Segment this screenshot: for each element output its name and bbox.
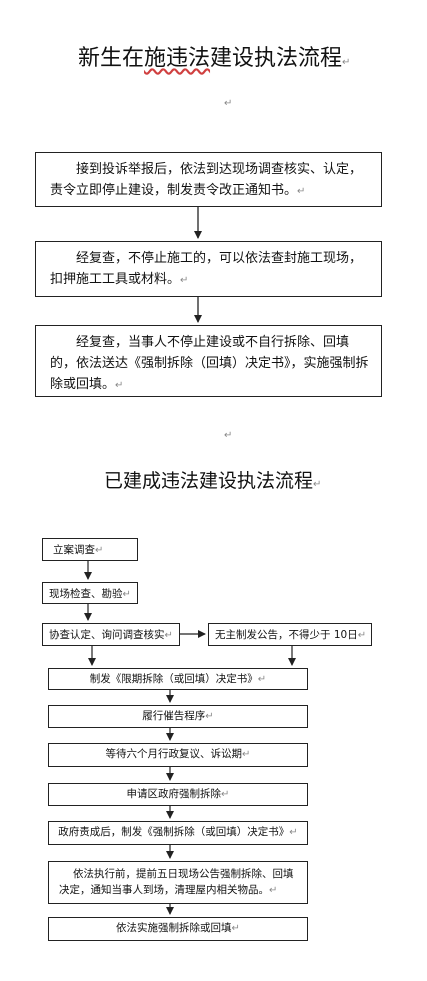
top-title-prefix: 新生在 [78,46,145,71]
paragraph-mark: ↵ [269,885,278,896]
paragraph-mark: ↵ [357,630,367,641]
step-deadline-decision: 制发《限期拆除（或回填）决定书》↵ [48,668,308,690]
paragraph-mark: ↵ [180,275,189,286]
paragraph-mark: ↵ [257,674,267,685]
paragraph-mark: ↵ [205,711,214,722]
paragraph-mark: ↵ [242,749,251,760]
step-text: 立案调查 [53,544,95,556]
paragraph-mark: ↵ [115,380,124,391]
bottom-title-text: 已建成违法建设执法流程 [104,470,314,492]
step-case-investigation: 立案调查↵ [42,538,138,561]
paragraph-mark: ↵ [289,827,298,838]
step-verification: 协查认定、询问调查核实↵ [42,623,180,646]
step-text: 履行催告程序 [142,710,206,722]
step-text: 制发《限期拆除（或回填）决定书》 [89,673,258,685]
step-text: 协查认定、询问调查核实 [49,629,165,641]
step-reminder: 履行催告程序↵ [48,705,308,728]
bottom-title: 已建成违法建设执法流程↵ [104,466,321,493]
top-title-suffix: 建设执法流程 [210,46,343,71]
paragraph-mark: ↵ [231,923,240,934]
paragraph-mark: ↵ [297,186,306,197]
paragraph-mark: ↵ [221,789,230,800]
step-text: 申请区政府强制拆除 [126,788,222,800]
top-step-1-text: 接到投诉举报后，依法到达现场调查核实、认定，责令立即停止建设，制发责令改正通知书… [50,162,363,198]
step-text: 依法实施强制拆除或回填 [116,922,232,934]
top-step-3-text: 经复查，当事人不停止建设或不自行拆除、回填的，依法送达《强制拆除（回填）决定书》… [50,335,369,392]
top-step-2: 经复查，不停止施工的，可以依法查封施工现场，扣押施工工具或材料。↵ [35,241,382,297]
step-text: 依法执行前，提前五日现场公告强制拆除、回填决定，通知当事人到场，清理屋内相关物品… [59,868,294,896]
top-title-underlined: 施违法 [144,46,211,71]
top-step-2-text: 经复查，不停止施工的，可以依法查封施工现场，扣押施工工具或材料。 [50,251,363,287]
paragraph-mark: ↵ [95,545,104,556]
paragraph-mark: ↵ [224,430,233,441]
step-apply-demolition: 申请区政府强制拆除↵ [48,783,308,806]
step-public-notice: 无主制发公告，不得少于 10日↵ [208,623,372,646]
top-title: 新生在施违法建设执法流程↵ [78,40,350,72]
paragraph-mark: ↵ [342,57,351,68]
top-step-1: 接到投诉举报后，依法到达现场调查核实、认定，责令立即停止建设，制发责令改正通知书… [35,152,382,207]
step-text: 政府责成后，制发《强制拆除（或回填）决定书》 [58,826,290,838]
step-text: 无主制发公告，不得少于 10日 [215,629,358,641]
top-step-3: 经复查，当事人不停止建设或不自行拆除、回填的，依法送达《强制拆除（回填）决定书》… [35,325,382,397]
paragraph-mark: ↵ [122,589,131,600]
step-text: 现场检查、勘验 [49,588,123,600]
step-text: 等待六个月行政复议、诉讼期 [105,748,243,760]
step-forced-decision: 政府责成后，制发《强制拆除（或回填）决定书》↵ [48,821,308,845]
step-execute-demolition: 依法实施强制拆除或回填↵ [48,917,308,941]
paragraph-mark: ↵ [313,479,322,490]
step-review-period: 等待六个月行政复议、诉讼期↵ [48,743,308,767]
paragraph-mark: ↵ [224,98,233,109]
step-site-inspection: 现场检查、勘验↵ [42,582,138,604]
step-pre-execution-notice: 依法执行前，提前五日现场公告强制拆除、回填决定，通知当事人到场，清理屋内相关物品… [48,861,308,904]
paragraph-mark: ↵ [164,630,173,641]
